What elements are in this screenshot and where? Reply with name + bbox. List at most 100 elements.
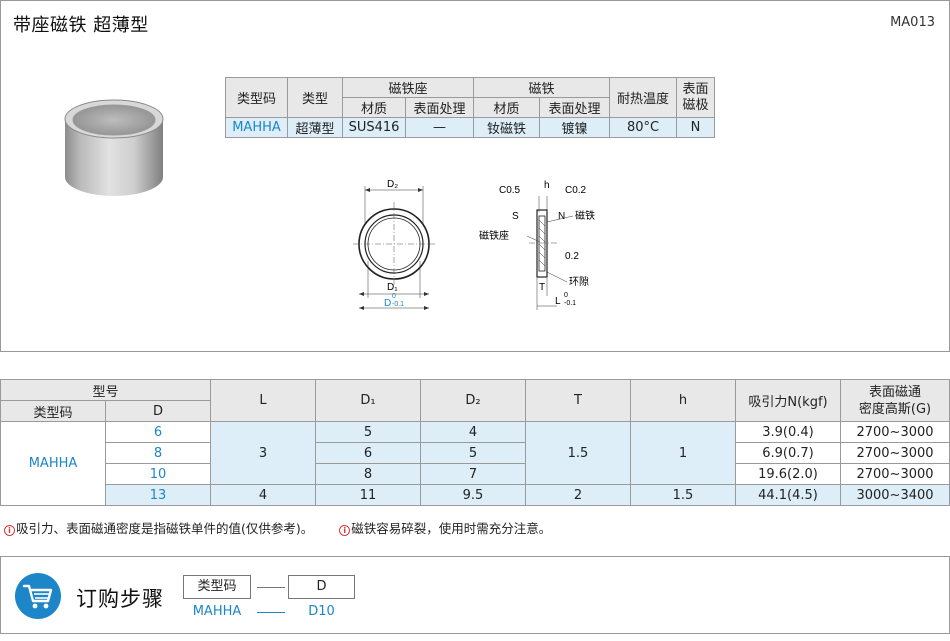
product-code: MA013 [890,15,935,30]
front-view: D₂ D₁ D 0 -0.1 [353,179,435,310]
spec-hdr-type: 类型 [287,77,343,118]
page-title: 带座磁铁 超薄型 [13,15,149,36]
info-icon: i [4,525,15,536]
flux-cell: 3000~3400 [840,484,950,506]
force-cell: 6.9(0.7) [735,442,841,464]
spec-hdr-heat: 耐热温度 [609,77,677,118]
label-l: L [555,296,561,307]
order-value-d[interactable]: D10 [308,604,335,619]
flux-cell: 2700~3000 [840,442,950,464]
hdr-model: 型号 [0,379,211,401]
spec-heat: 80°C [609,117,677,138]
label-s: S [512,211,519,222]
spec-pole: N [676,117,715,138]
label-c02: C0.2 [565,185,587,196]
technical-drawing: D₂ D₁ D 0 -0.1 C0.5 h C0.2 [353,179,595,310]
note-text: 磁铁容易碎裂，使用时需充分注意。 [351,521,552,536]
spec-hdr-seat-surface: 表面处理 [405,97,474,118]
label-gap: 环隙 [569,275,589,288]
hdr-flux-2: 密度高斯(G) [858,401,932,417]
hdr-d1: D₁ [315,379,421,422]
order-connector [257,587,285,588]
d2-cell: 9.5 [420,484,526,506]
order-title: 订购步骤 [76,587,164,611]
spec-hdr-magnet-surface: 表面处理 [539,97,610,118]
h-cell: 1 [630,421,736,485]
force-cell: 44.1(4.5) [735,484,841,506]
order-steps-panel: 订购步骤 类型码 D MAHHA D10 [0,556,950,634]
label-d2: D₂ [387,179,398,190]
label-d1: D₁ [387,282,398,293]
hdr-flux-1: 表面磁通 [868,384,921,400]
product-panel: 带座磁铁 超薄型 MA013 类型码 类型 磁铁座 磁铁 [0,0,950,352]
label-seat: 磁铁座 [479,229,509,242]
label-t: T [539,282,545,293]
order-value-type-code[interactable]: MAHHA [192,604,242,619]
hdr-t: T [525,379,631,422]
d-cell[interactable]: 10 [105,463,211,485]
d-cell[interactable]: 13 [105,484,211,506]
note-text: 吸引力、表面磁通密度是指磁铁单件的值(仅供参考)。 [16,521,314,536]
order-box-type-code: 类型码 [183,575,251,599]
force-cell: 19.6(2.0) [735,463,841,485]
side-view: C0.5 h C0.2 S N 磁铁 磁铁座 0.2 环隙 T L 0 -0.1 [479,180,595,310]
cart-icon [15,573,61,619]
table-row: 13 4 11 9.5 2 1.5 44.1(4.5) 3000~3400 [1,484,950,506]
d-cell[interactable]: 6 [105,421,211,443]
d1-cell: 11 [315,484,421,506]
h-cell: 1.5 [630,484,736,506]
spec-seat-material: SUS416 [342,117,406,138]
table-row: 8 6 5 6.9(0.7) 2700~3000 [1,442,950,464]
d-cell[interactable]: 8 [105,442,211,464]
spec-hdr-pole: 表面磁极 [676,77,715,118]
spec-hdr-seat: 磁铁座 [342,77,474,98]
label-c05: C0.5 [499,185,521,196]
spec-hdr-magnet: 磁铁 [473,77,610,98]
t-cell: 1.5 [525,421,631,485]
hdr-type-code: 类型码 [0,400,106,422]
spec-type-code[interactable]: MAHHA [225,117,288,138]
d2-cell: 5 [420,442,526,464]
flux-cell: 2700~3000 [840,463,950,485]
label-magnet: 磁铁 [575,209,595,222]
hdr-d: D [105,400,211,422]
product-photo [64,99,164,196]
label-l-tol-lower: -0.1 [564,300,576,307]
hdr-flux: 表面磁通密度高斯(G) [840,379,950,422]
spec-type: 超薄型 [287,117,343,138]
label-02: 0.2 [565,251,579,262]
spec-hdr-pole-1: 表面 [682,81,709,97]
d1-cell: 5 [315,421,421,443]
label-d: D [384,298,391,309]
d1-cell: 8 [315,463,421,485]
flux-cell: 2700~3000 [840,421,950,443]
label-h: h [544,180,550,191]
order-connector-value [257,612,285,613]
d2-cell: 4 [420,421,526,443]
label-d-tol-lower: -0.1 [392,301,404,308]
type-code-cell[interactable]: MAHHA [0,421,106,506]
t-cell: 2 [525,484,631,506]
hdr-d2: D₂ [420,379,526,422]
spec-magnet-material: 钕磁铁 [473,117,540,138]
force-cell: 3.9(0.4) [735,421,841,443]
spec-hdr-seat-material: 材质 [342,97,406,118]
spec-seat-surface: — [405,117,474,138]
l-cell: 4 [210,484,316,506]
info-icon: i [339,525,351,536]
spec-magnet-surface: 镀镍 [539,117,610,138]
table-row: MAHHA 6 3 5 4 1.5 1 3.9(0.4) 2700~3000 [0,421,950,506]
hdr-force: 吸引力N(kgf) [735,379,841,422]
hdr-h: h [630,379,736,422]
order-box-d: D [288,575,355,599]
label-d-tol-upper: 0 [392,293,396,300]
dimension-table: 型号 L D₁ D₂ T h 吸引力N(kgf) 表面磁通密度高斯(G) 类型码… [0,379,950,506]
l-cell: 3 [210,421,316,485]
spec-hdr-type-code: 类型码 [225,77,288,118]
label-l-tol-upper: 0 [564,292,568,299]
table-row: 10 8 7 19.6(2.0) 2700~3000 [1,463,950,485]
spec-hdr-pole-2: 磁极 [682,97,709,113]
